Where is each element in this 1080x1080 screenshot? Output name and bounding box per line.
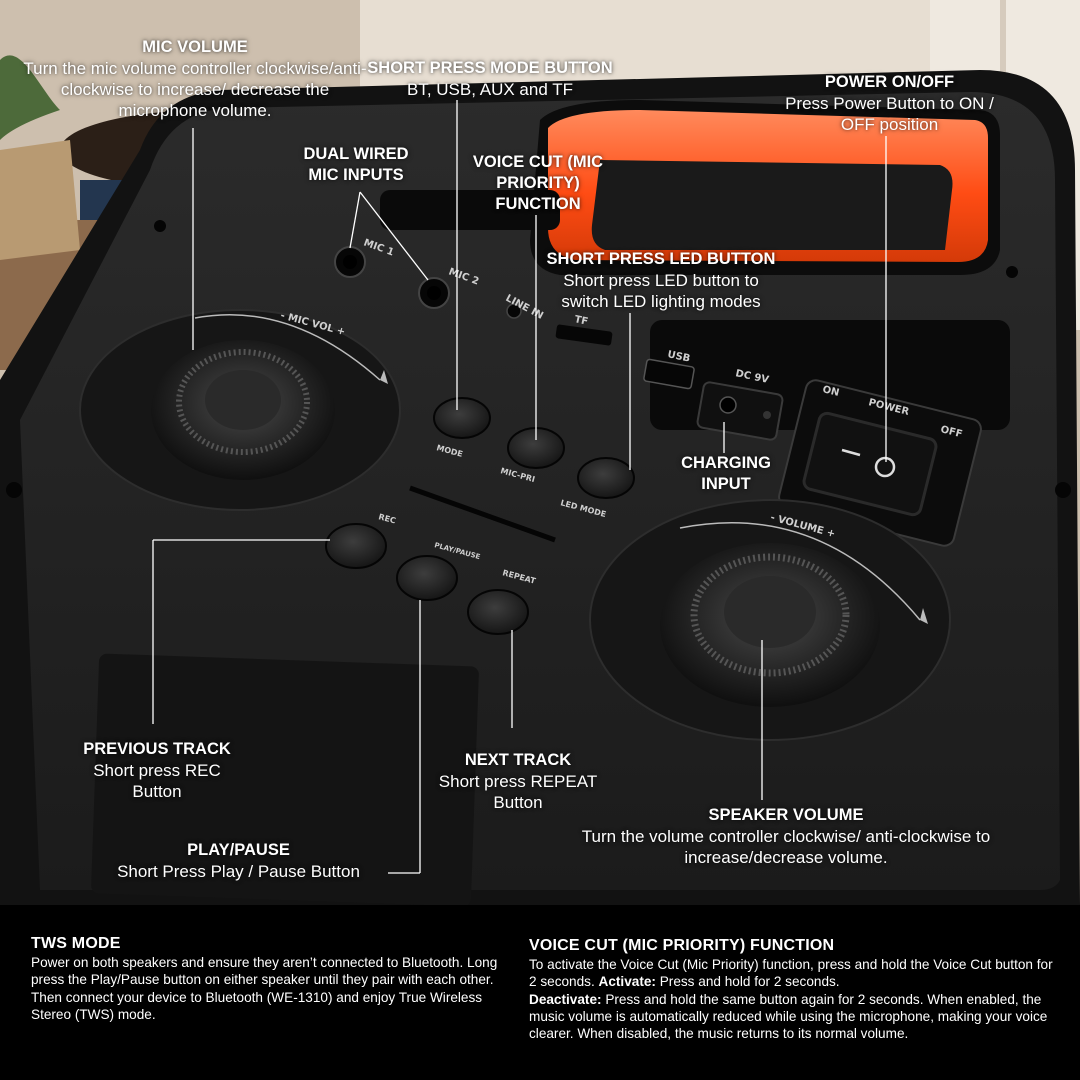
callout-title: PREVIOUS TRACK — [83, 740, 231, 758]
callout-desc: Short press REC Button — [93, 761, 221, 801]
off-label: OFF — [939, 424, 963, 440]
activate-text: Press and hold for 2 seconds. — [659, 974, 840, 990]
callout-mode-button: SHORT PRESS MODE BUTTON BT, USB, AUX and… — [352, 58, 628, 100]
usb-port[interactable] — [643, 358, 695, 390]
callout-title: SHORT PRESS LED BUTTON — [546, 250, 776, 268]
voice-cut-intro: To activate the Voice Cut (Mic Priority)… — [529, 957, 1053, 990]
info-panel: TWS MODE Power on both speakers and ensu… — [0, 905, 1080, 1080]
callout-title: SPEAKER VOLUME — [708, 806, 864, 824]
voice-cut-title: VOICE CUT (MIC PRIORITY) FUNCTION — [529, 937, 835, 954]
callout-desc: Short press LED button to switch LED lig… — [561, 271, 761, 311]
voice-cut-section: VOICE CUT (MIC PRIORITY) FUNCTION To act… — [529, 937, 1059, 1042]
callout-power: POWER ON/OFF Press Power Button to ON / … — [782, 72, 997, 135]
callout-leader-lines — [152, 100, 887, 874]
callout-title: DUAL WIRED MIC INPUTS — [303, 145, 409, 184]
callout-title: POWER ON/OFF — [824, 73, 955, 91]
deactivate-label: Deactivate: — [529, 991, 602, 1007]
led-mode-button[interactable] — [577, 457, 635, 499]
tws-mode-body: Power on both speakers and ensure they a… — [31, 955, 498, 1022]
callout-title: NEXT TRACK — [464, 751, 572, 769]
mode-button[interactable] — [433, 397, 491, 439]
callout-desc: Short press REPEAT Button — [438, 772, 598, 812]
tws-mode-section: TWS MODE Power on both speakers and ensu… — [31, 935, 501, 1023]
voice-cut-body: To activate the Voice Cut (Mic Priority)… — [529, 956, 1059, 1042]
tws-mode-title: TWS MODE — [31, 935, 121, 952]
callout-desc: Short Press Play / Pause Button — [117, 862, 360, 881]
tf-label: TF — [573, 314, 589, 328]
activate-label: Activate: — [598, 974, 656, 990]
callout-title: VOICE CUT (MIC PRIORITY) FUNCTION — [472, 153, 604, 213]
plant-basket — [0, 140, 80, 260]
callout-desc: Turn the mic volume controller clockwise… — [23, 59, 367, 120]
rec-button[interactable] — [325, 523, 387, 569]
callout-speaker-volume: SPEAKER VOLUME Turn the volume controlle… — [548, 805, 1024, 868]
callout-previous-track: PREVIOUS TRACK Short press REC Button — [72, 739, 242, 802]
callout-title: CHARGING INPUT — [681, 454, 771, 493]
callout-charging: CHARGING INPUT — [676, 453, 776, 495]
line-in-jack[interactable] — [506, 303, 522, 319]
callout-led-button: SHORT PRESS LED BUTTON Short press LED b… — [540, 249, 782, 312]
callout-desc: BT, USB, AUX and TF — [407, 80, 573, 99]
usb-label: USB — [666, 349, 691, 365]
callout-dual-mic: DUAL WIRED MIC INPUTS — [290, 144, 422, 186]
deactivate-text: Press and hold the same button again for… — [529, 991, 1048, 1042]
callout-voice-cut: VOICE CUT (MIC PRIORITY) FUNCTION — [460, 152, 616, 215]
callout-next-track: NEXT TRACK Short press REPEAT Button — [428, 750, 608, 813]
callout-play-pause: PLAY/PAUSE Short Press Play / Pause Butt… — [96, 840, 381, 882]
power-switch[interactable] — [802, 411, 938, 517]
on-label: ON — [821, 384, 840, 399]
play-pause-button[interactable] — [396, 555, 458, 601]
dc-charging-port[interactable] — [719, 396, 737, 414]
rec-btn-label: REC — [377, 512, 396, 525]
product-photo: MIC 1 MIC 2 LINE IN TF USB DC 9V ON POWE… — [0, 0, 1080, 905]
callout-title: MIC VOLUME — [142, 38, 248, 56]
callout-title: SHORT PRESS MODE BUTTON — [367, 59, 613, 77]
callout-title: PLAY/PAUSE — [187, 841, 290, 859]
callout-desc: Turn the volume controller clockwise/ an… — [581, 827, 991, 867]
callout-mic-volume: MIC VOLUME Turn the mic volume controlle… — [20, 37, 370, 121]
repeat-button[interactable] — [467, 589, 529, 635]
callout-desc: Press Power Button to ON / OFF position — [785, 94, 994, 134]
tf-card-slot[interactable] — [555, 324, 613, 346]
